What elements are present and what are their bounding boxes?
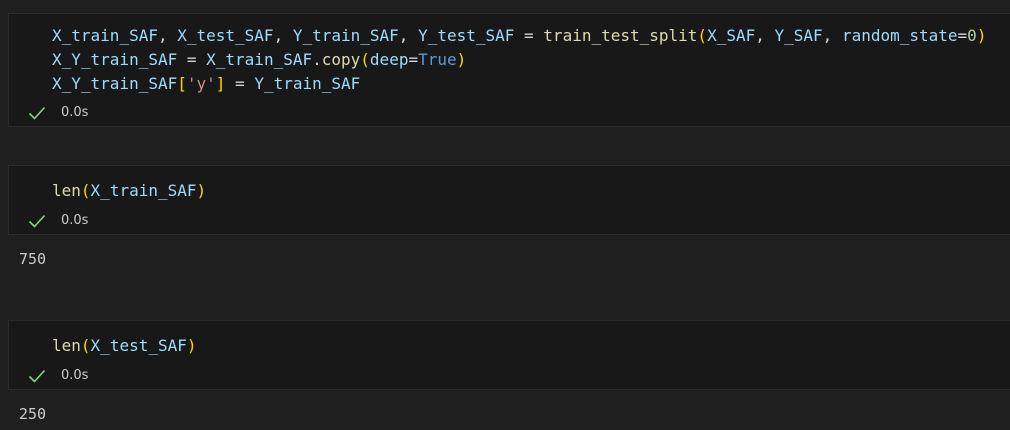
token: [	[177, 74, 187, 93]
token: 'y'	[186, 74, 216, 93]
cell-status: 0.0s	[28, 213, 88, 228]
execution-time: 0.0s	[61, 368, 89, 383]
token: ,	[755, 26, 775, 45]
token: X_test_SAF	[90, 336, 187, 355]
token: True	[418, 50, 457, 69]
token: )	[186, 336, 197, 355]
token: .	[312, 50, 322, 69]
token: )	[976, 26, 987, 45]
token: (	[80, 181, 91, 200]
token: =	[408, 50, 419, 69]
token: X_train_SAF	[52, 26, 158, 45]
cell-status: 0.0s	[28, 105, 88, 120]
check-icon	[28, 369, 46, 383]
token: Y_train_SAF	[292, 26, 399, 45]
token: len	[52, 336, 81, 355]
token: 0	[967, 26, 977, 45]
token: X_train_SAF	[206, 50, 313, 69]
token: X_train_SAF	[90, 181, 197, 200]
execution-time: 0.0s	[61, 105, 89, 120]
token: random_state	[841, 26, 958, 45]
token: )	[456, 50, 467, 69]
code-line-1[interactable]: X_train_SAF, X_test_SAF, Y_train_SAF, Y_…	[52, 24, 986, 48]
token: copy	[321, 50, 361, 69]
code-line-1[interactable]: len(X_train_SAF)	[52, 179, 206, 203]
token: )	[196, 181, 207, 200]
cell-status: 0.0s	[28, 368, 88, 383]
token: X_test_SAF	[177, 26, 274, 45]
token: (	[80, 336, 91, 355]
token: =	[514, 26, 544, 45]
token: len	[52, 181, 81, 200]
token: deep	[369, 50, 409, 69]
token: ,	[157, 26, 178, 45]
cell-output: 750	[19, 250, 47, 268]
code-line-3[interactable]: X_Y_train_SAF['y'] = Y_train_SAF	[52, 72, 360, 96]
token: (	[697, 26, 708, 45]
check-icon	[28, 106, 46, 120]
token: X_SAF	[707, 26, 756, 45]
code-line-2[interactable]: X_Y_train_SAF = X_train_SAF.copy(deep=Tr…	[52, 48, 466, 72]
cell-output: 250	[19, 405, 47, 423]
token: ,	[822, 26, 842, 45]
code-line-1[interactable]: len(X_test_SAF)	[52, 334, 197, 358]
token: X_Y_train_SAF	[52, 50, 178, 69]
token: =	[177, 50, 207, 69]
execution-time: 0.0s	[61, 213, 89, 228]
token: ,	[398, 26, 419, 45]
token: train_test_split	[543, 26, 698, 45]
token: ]	[215, 74, 226, 93]
token: =	[957, 26, 968, 45]
code-cell-1[interactable]: X_train_SAF, X_test_SAF, Y_train_SAF, Y_…	[8, 13, 1010, 127]
token: Y_test_SAF	[418, 26, 515, 45]
token: =	[225, 74, 255, 93]
check-icon	[28, 214, 46, 228]
token: Y_SAF	[774, 26, 823, 45]
token: ,	[273, 26, 293, 45]
token: Y_train_SAF	[254, 74, 361, 93]
code-cell-2[interactable]: len(X_train_SAF) 0.0s	[8, 165, 1010, 235]
token: (	[360, 50, 370, 69]
token: X_Y_train_SAF	[52, 74, 178, 93]
code-cell-3[interactable]: len(X_test_SAF) 0.0s	[8, 320, 1010, 390]
